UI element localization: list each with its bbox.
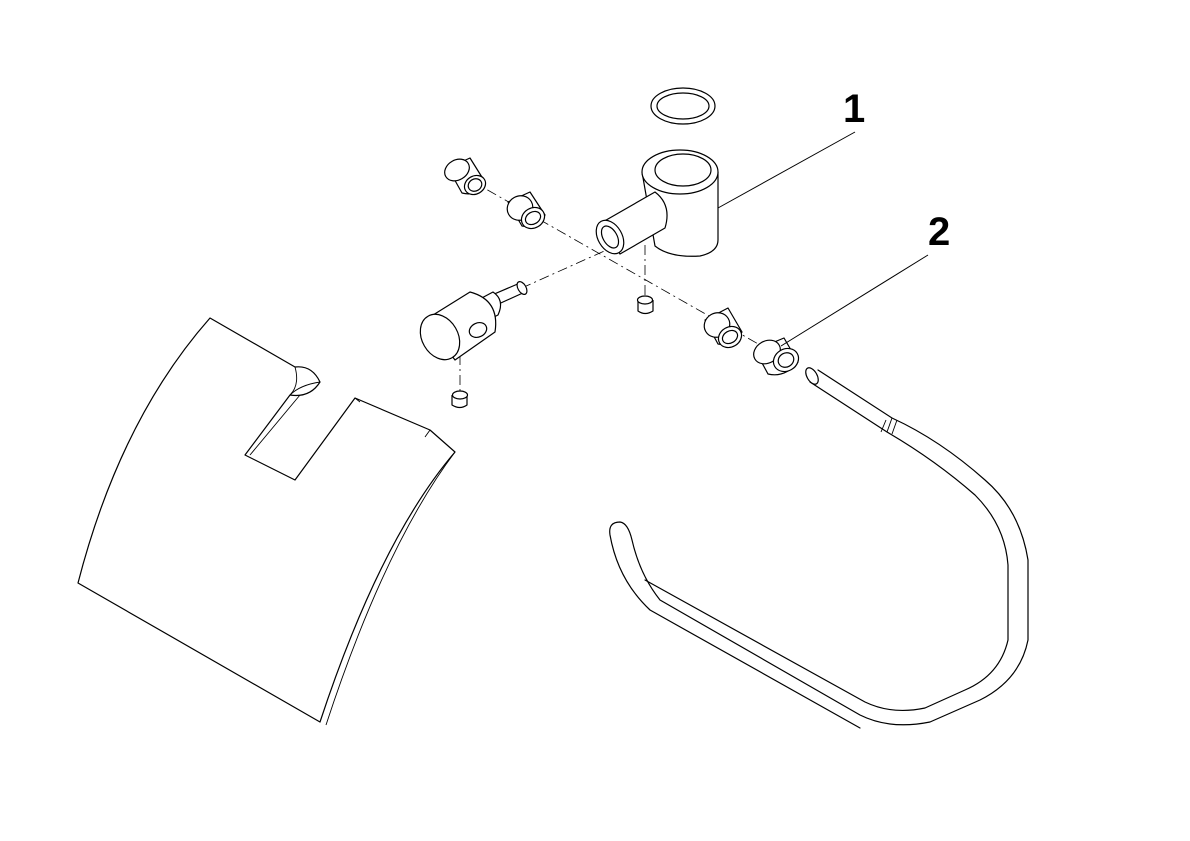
- wall-mount-body: [595, 149, 719, 257]
- paper-holder-arm: [609, 367, 1029, 729]
- end-cap-knob: [419, 281, 528, 361]
- leader-line-1: [717, 131, 856, 209]
- bush-top-left: [444, 157, 487, 196]
- collar-upper: [506, 191, 546, 230]
- o-ring: [650, 87, 716, 125]
- paper-cover-flap: [77, 317, 456, 726]
- callout-label-1: 1: [843, 87, 865, 131]
- bush-right: [753, 337, 800, 376]
- collar-right: [703, 307, 743, 349]
- grub-screw-knob: [451, 390, 469, 409]
- leader-lines: [717, 131, 929, 347]
- grub-screw-body: [636, 295, 654, 315]
- callout-label-2: 2: [928, 210, 950, 254]
- leader-line-2: [780, 254, 929, 347]
